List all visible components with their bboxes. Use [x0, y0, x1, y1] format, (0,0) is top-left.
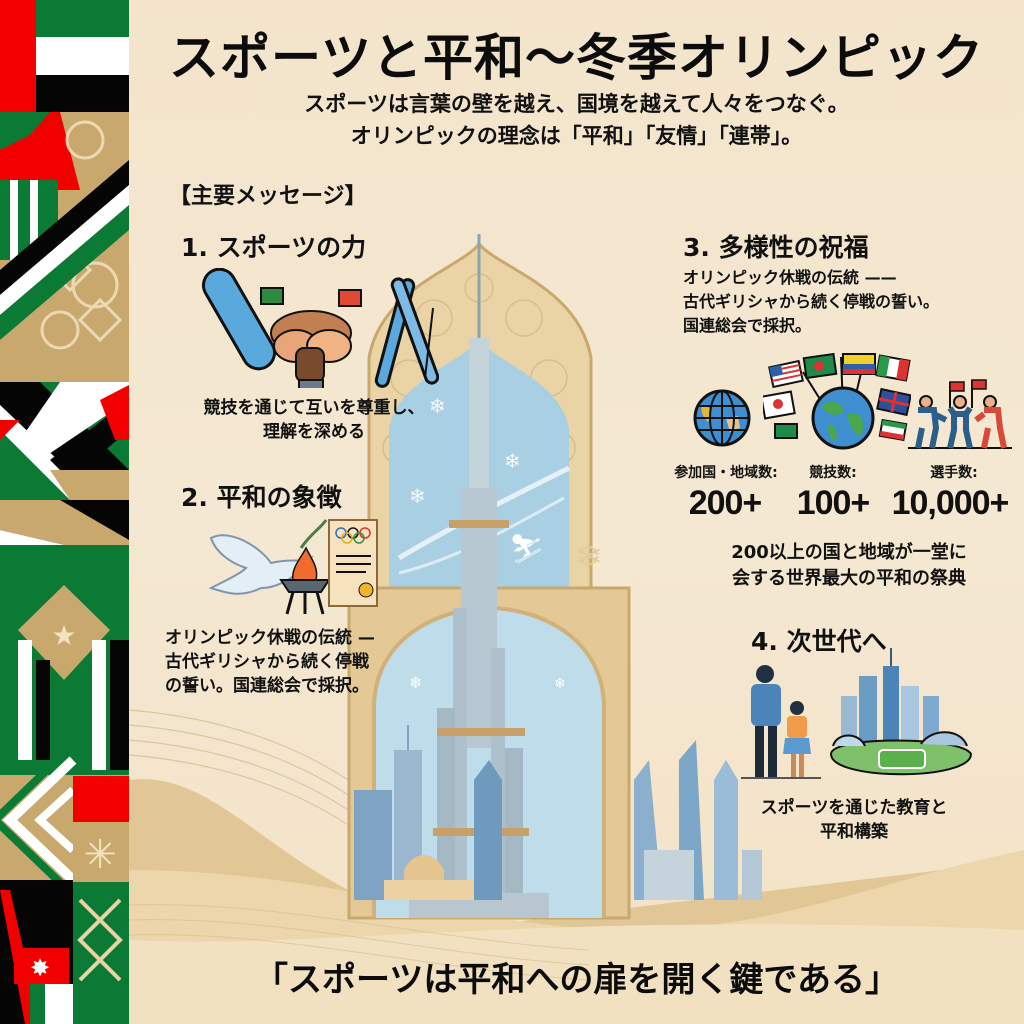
stat-athletes-value: 10,000+	[891, 484, 1010, 522]
stat-sports-label: 競技数:	[809, 465, 857, 481]
key-messages-label: 【主要メッセージ】	[169, 184, 367, 209]
cheering-athletes-icon	[908, 379, 1012, 449]
section-4-heading: 4. 次世代へ	[751, 627, 887, 656]
subtitle-line: オリンピックの理念は「平和」「友情」「連帯」。	[350, 124, 803, 148]
svg-text:❄: ❄	[554, 676, 566, 692]
section-4-text: スポーツを通じた教育と 平和構築	[760, 798, 948, 842]
section-3-heading: 3. 多様性の祝福	[683, 233, 869, 262]
svg-text:❄: ❄	[574, 537, 603, 577]
svg-text:❄: ❄	[409, 484, 426, 508]
stat-countries-value: 200+	[688, 484, 763, 522]
poster-subtitle: スポーツは言葉の壁を越え、国境を越えて人々をつなぐ。 オリンピックの理念は「平和…	[129, 88, 1024, 152]
svg-text:❄: ❄	[409, 673, 422, 692]
section-1-text: 競技を通じて互いを尊重し、 理解を深める	[203, 398, 425, 442]
skier-icon: ⛷	[509, 532, 545, 565]
poster-main: スポーツと平和〜冬季オリンピック スポーツは言葉の壁を越え、国境を越えて人々をつ…	[129, 0, 1024, 1024]
family-future-city-icon	[741, 648, 973, 779]
arab-flags-pattern-icon: ★ ✳ ✸	[0, 0, 129, 1024]
section-2-text: オリンピック休戦の伝統 — 古代ギリシャから続く停戦 の誓い。国連総会で採択。	[165, 628, 375, 696]
hands-snowboard-skis-icon	[202, 268, 439, 388]
world-flags-icon	[763, 352, 911, 450]
svg-text:★: ★	[51, 619, 76, 652]
svg-text:✸: ✸	[30, 954, 50, 982]
stat-countries-label: 参加国・地域数:	[674, 465, 778, 481]
city-skyline-icon	[354, 725, 762, 900]
flag-pattern-strip: ★ ✳ ✸	[0, 0, 129, 1024]
section-3-caption: 200以上の国と地域が一堂に 会する世界最大の平和の祭典	[731, 542, 967, 589]
subtitle-line: スポーツは言葉の壁を越え、国境を越えて人々をつなぐ。	[304, 92, 849, 116]
section-3-text: オリンピック休戦の伝統 —— 古代ギリシャから続く停戦の誓い。 国連総会で採択。	[683, 268, 940, 335]
stat-sports-value: 100+	[796, 484, 871, 522]
section-1-heading: 1. スポーツの力	[181, 233, 367, 262]
globe-icon	[693, 389, 751, 447]
dove-flame-scroll-icon	[208, 519, 378, 615]
svg-text:❄: ❄	[504, 449, 521, 473]
svg-text:❄: ❄	[429, 394, 446, 418]
svg-text:✳: ✳	[83, 832, 117, 878]
stat-athletes-label: 選手数:	[930, 465, 978, 481]
poster-title: スポーツと平和〜冬季オリンピック	[169, 29, 984, 87]
closing-quote: 「スポーツは平和への扉を開く鍵である」	[254, 960, 899, 1000]
section-2-heading: 2. 平和の象徴	[181, 483, 342, 512]
